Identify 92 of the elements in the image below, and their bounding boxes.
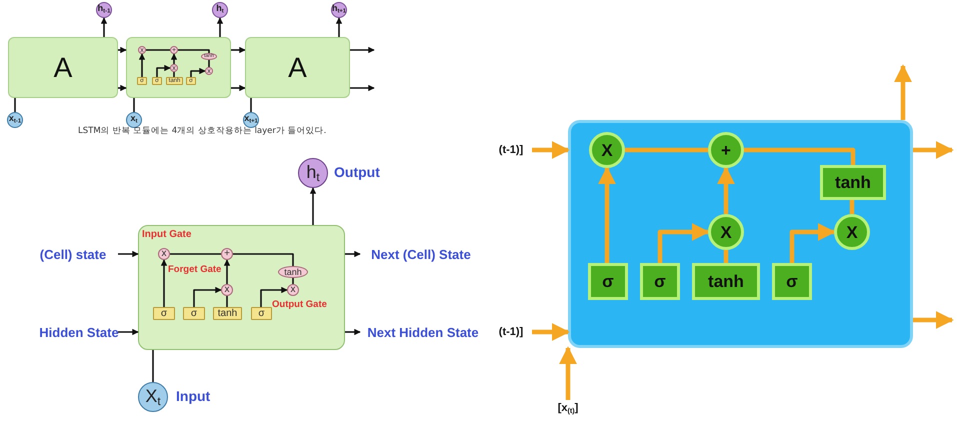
arrow xyxy=(160,259,168,307)
operation-circle: X xyxy=(708,214,744,250)
layer-box: σ xyxy=(153,307,175,320)
arrow xyxy=(658,223,710,263)
node-caption: Output xyxy=(334,165,380,179)
connector-line xyxy=(250,98,252,112)
arrow xyxy=(790,223,836,263)
arrow xyxy=(532,141,570,159)
arrow xyxy=(118,84,127,92)
arrow xyxy=(345,328,361,336)
operation-circle: x xyxy=(221,284,233,296)
layer-box: σ xyxy=(588,263,628,300)
arrow xyxy=(894,64,912,120)
arrow xyxy=(310,187,316,225)
arrow xyxy=(100,17,108,37)
arrow xyxy=(118,250,139,258)
arrow xyxy=(336,17,342,37)
arrow xyxy=(350,46,375,54)
layer-box: tanh xyxy=(213,307,242,320)
operation-circle: x xyxy=(287,284,299,296)
node-caption: Output Gate xyxy=(272,300,327,310)
lstm-cell-block: A xyxy=(245,37,350,98)
arrow xyxy=(224,259,230,284)
input-circle: X$_{t}$ xyxy=(138,382,168,412)
state-label: Next Hidden State xyxy=(360,324,486,340)
connector-line xyxy=(133,98,135,112)
caption-text: LSTM의 반복 모듈에는 4개의 상호작용하는 layer가 들어있다. xyxy=(78,127,326,136)
connector-line xyxy=(724,250,728,263)
input-circle: x$_{t-1}$ xyxy=(7,112,23,128)
operation-circle: x xyxy=(158,248,170,260)
lstm-cell-block: A xyxy=(8,37,118,98)
state-label: Next (Cell) State xyxy=(360,246,482,262)
arrow xyxy=(156,64,171,77)
input-circle: x$_{t}$ xyxy=(126,112,142,128)
lstm-cell-block xyxy=(126,37,231,98)
connector-line xyxy=(173,72,175,77)
output-circle: h$_{t}$ xyxy=(212,2,228,18)
connector-line xyxy=(226,296,228,307)
layer-box: σ xyxy=(640,263,680,300)
arrow xyxy=(260,286,288,307)
arrow xyxy=(532,323,570,341)
arrow xyxy=(216,17,224,37)
arrow xyxy=(598,166,616,263)
arrow xyxy=(118,46,127,54)
connector-line xyxy=(292,278,294,284)
output-circle: h$_{t}$ xyxy=(298,158,328,188)
lstm-cell-block xyxy=(138,225,345,350)
state-label: (t-1)] xyxy=(490,324,532,340)
operation-circle: + xyxy=(221,248,233,260)
output-circle: h$_{t+1}$ xyxy=(331,2,347,18)
arrow xyxy=(118,328,139,336)
layer-box: σ xyxy=(251,307,272,320)
lstm-cell-block xyxy=(568,120,913,348)
connector-line xyxy=(170,253,221,255)
node-caption: Forget Gate xyxy=(168,265,222,274)
state-label: (t-1)] xyxy=(490,142,532,158)
state-label: [x$_{(t)}$] xyxy=(548,400,588,418)
arrow xyxy=(193,286,222,307)
arrow xyxy=(170,53,178,64)
arrow xyxy=(717,166,735,214)
arrow xyxy=(231,84,246,92)
arrow xyxy=(913,141,954,159)
arrow xyxy=(345,250,361,258)
state-label: Hidden State xyxy=(40,324,118,340)
connector-line xyxy=(208,60,210,67)
arrow xyxy=(190,68,206,77)
input-circle: x$_{t+1}$ xyxy=(243,112,259,128)
connector-line xyxy=(152,350,154,382)
node-caption: Input xyxy=(176,389,210,403)
connector-line xyxy=(850,200,854,214)
connector-line xyxy=(14,98,16,112)
connector-line xyxy=(625,148,708,152)
connector-line xyxy=(744,148,856,165)
operation-circle: + xyxy=(708,132,744,168)
arrow xyxy=(231,46,246,54)
layer-box: σ xyxy=(183,307,205,320)
arrow xyxy=(138,53,146,77)
state-label: (Cell) state xyxy=(28,246,118,262)
connector-line xyxy=(233,253,294,266)
arrow xyxy=(350,84,375,92)
arrow xyxy=(913,311,954,329)
operation-circle: X xyxy=(589,132,625,168)
layer-box: σ xyxy=(772,263,812,300)
connector-line xyxy=(146,49,170,51)
tanh-ellipse: tanh xyxy=(278,266,308,278)
layer-box: tanh xyxy=(820,165,886,200)
node-caption: Input Gate xyxy=(142,230,192,240)
output-circle: h$_{t-1}$ xyxy=(96,2,112,18)
connector-line xyxy=(178,49,210,53)
arrow xyxy=(559,346,577,400)
layer-box: tanh xyxy=(692,263,760,300)
operation-circle: X xyxy=(834,214,870,250)
